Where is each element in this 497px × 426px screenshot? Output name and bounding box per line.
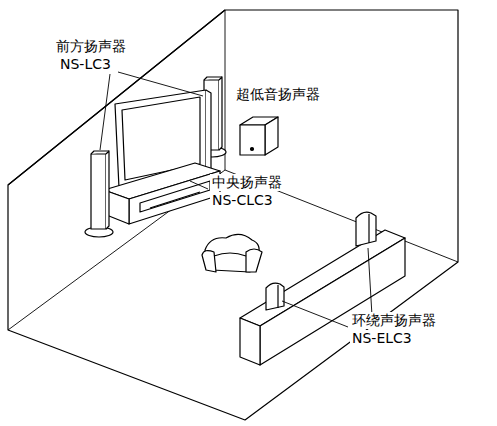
room-outline [8,10,458,420]
part-label: NS-ELC3 [350,330,414,347]
part-label: 中央扬声器 [210,174,284,191]
part-label: 前方扬声器 [54,38,128,55]
subwoofer-symbol [240,117,278,155]
armchair-symbol [202,234,262,272]
part-label: NS-CLC3 [210,192,275,209]
tv-cabinet-symbol [104,163,220,224]
front-speaker-symbol [85,151,113,237]
part-label: 超低音扬声器 [234,86,322,103]
surround-speaker-symbol [356,212,376,246]
part-label: NS-LC3 [58,56,113,73]
surround-speaker-symbol [266,283,284,310]
part-label: 环绕声扬声器 [350,312,438,329]
leader-line [100,72,372,327]
